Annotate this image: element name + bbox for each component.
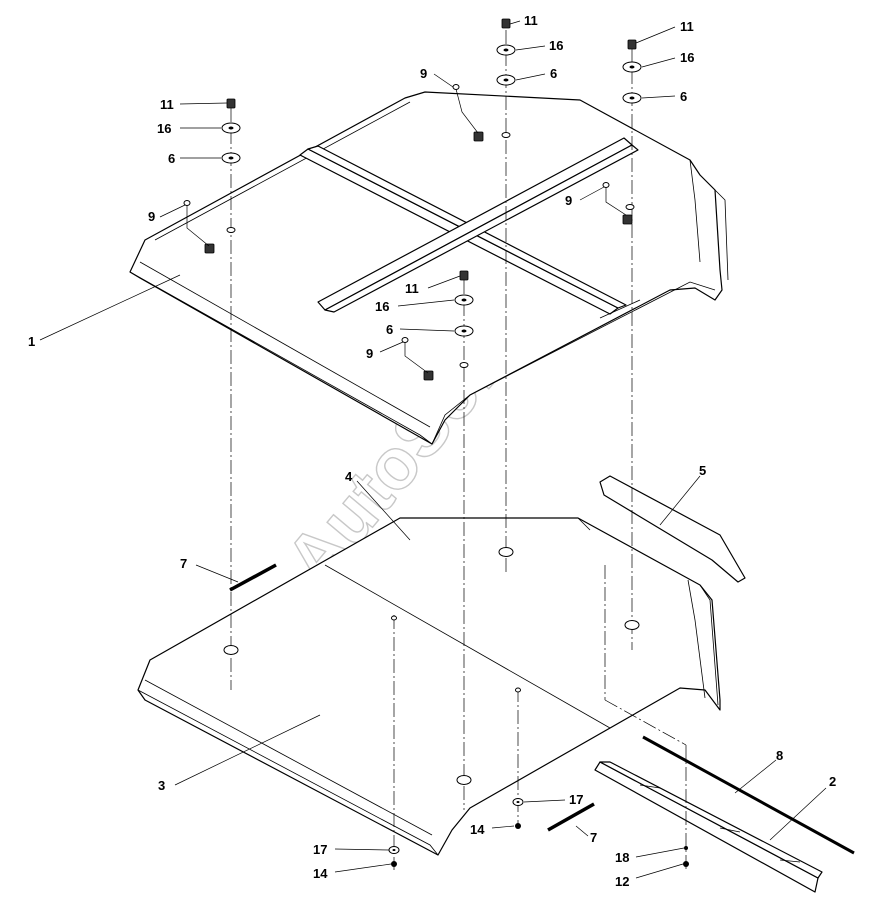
- callout-7-left: 7: [180, 556, 187, 571]
- callout-2: 2: [829, 774, 836, 789]
- seal-strip-long: [642, 735, 855, 855]
- callout-9-mid: 9: [366, 346, 373, 361]
- callout-9-left: 9: [148, 209, 155, 224]
- callout-11-right: 11: [680, 19, 694, 34]
- callout-16-left: 16: [157, 121, 171, 136]
- callout-12: 12: [615, 874, 629, 889]
- callout-3: 3: [158, 778, 165, 793]
- callout-6-right: 6: [680, 89, 687, 104]
- callout-8: 8: [776, 748, 783, 763]
- callout-9-center: 9: [420, 66, 427, 81]
- callout-labels: 1 11 16 6 9 11 16 6 9 11 16 6 9 11 16 6 …: [28, 13, 836, 889]
- callout-14-right: 14: [470, 822, 485, 837]
- callout-6-center: 6: [550, 66, 557, 81]
- callout-5: 5: [699, 463, 706, 478]
- callout-1: 1: [28, 334, 35, 349]
- alignment-lines: [230, 30, 687, 870]
- rail-part: [594, 761, 823, 893]
- callout-16-right: 16: [680, 50, 694, 65]
- callout-16-center: 16: [549, 38, 563, 53]
- callout-14-left: 14: [313, 866, 328, 881]
- leader-lines: [39, 20, 827, 879]
- callout-9-right: 9: [565, 193, 572, 208]
- roof-lower-part: [137, 517, 721, 856]
- callout-18: 18: [615, 850, 629, 865]
- callout-17-left: 17: [313, 842, 327, 857]
- hardware-group: [183, 18, 689, 867]
- callout-7-bottom: 7: [590, 830, 597, 845]
- callout-16-mid: 16: [375, 299, 389, 314]
- callout-11-left: 11: [160, 97, 174, 112]
- callout-6-left: 6: [168, 151, 175, 166]
- seal-strip-bottom: [547, 802, 595, 832]
- callout-11-mid: 11: [405, 281, 419, 296]
- roof-upper-part: [129, 91, 729, 445]
- callout-4: 4: [345, 469, 353, 484]
- callout-6-mid: 6: [386, 322, 393, 337]
- callout-11-center: 11: [524, 13, 538, 28]
- seal-strip-left: [229, 563, 277, 592]
- trim-part: [599, 475, 746, 583]
- callout-17-right: 17: [569, 792, 583, 807]
